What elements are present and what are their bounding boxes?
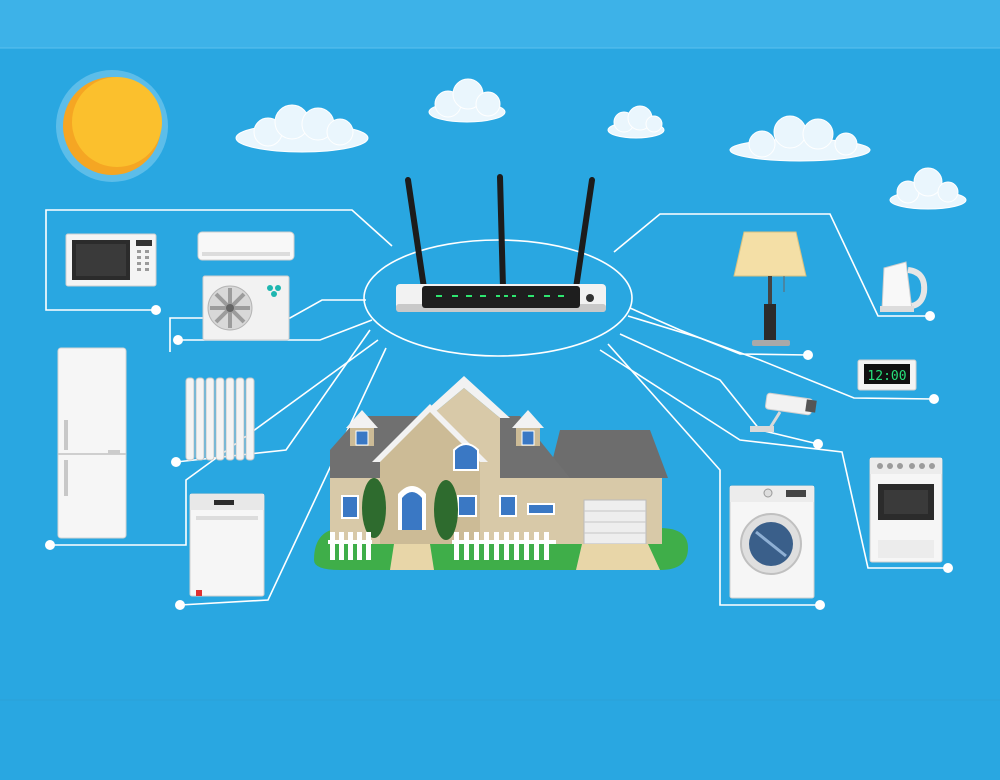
clock-display: 12:00	[867, 369, 906, 384]
cloud-icon	[428, 78, 506, 123]
digital-clock-icon: 12:00	[857, 359, 917, 391]
connection-lines	[45, 209, 948, 606]
connection-endpoints	[45, 305, 953, 610]
house-illustration	[314, 376, 688, 570]
cloud-icon	[235, 104, 369, 153]
washing-machine-icon	[729, 485, 815, 599]
top-band	[0, 0, 1000, 48]
gas-stove-icon	[869, 457, 943, 563]
dishwasher-icon	[189, 493, 265, 597]
electric-kettle-icon	[880, 261, 928, 312]
refrigerator-icon	[57, 347, 127, 539]
sun-icon	[56, 70, 168, 182]
radiator-icon	[185, 377, 255, 461]
security-camera-icon	[750, 392, 817, 432]
floor-lamp-icon	[733, 231, 807, 346]
router-icon	[396, 174, 606, 312]
router-hub-ellipse	[363, 239, 633, 357]
air-conditioner-icon	[197, 231, 295, 341]
cloud-icon	[889, 167, 967, 210]
cloud-icon	[729, 115, 871, 162]
cloud-icon	[607, 105, 665, 139]
microwave-icon	[65, 233, 157, 287]
